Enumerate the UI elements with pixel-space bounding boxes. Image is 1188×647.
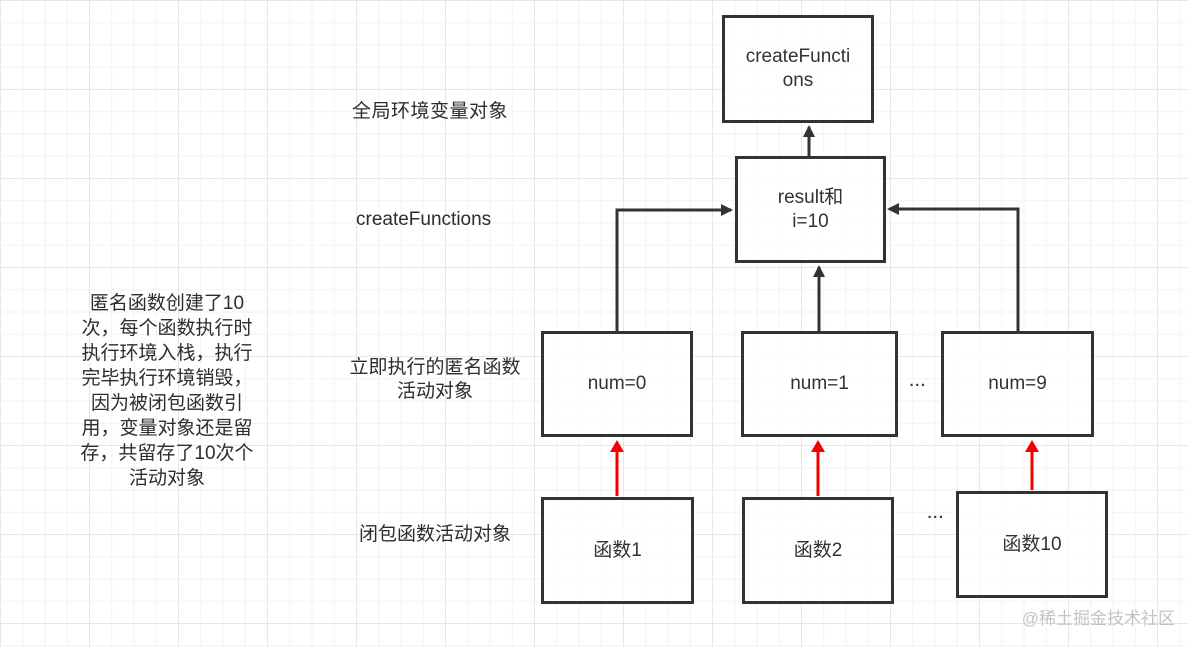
node-num9-label: num=9 (988, 373, 1047, 394)
note-line: 执行环境入栈，执行 (81, 343, 253, 364)
ellipsis-fn-row: ... (927, 505, 945, 522)
node-num0-label: num=0 (587, 373, 647, 394)
note-line: 用，变量对象还是留 (81, 418, 253, 439)
note-line: 存，共留存了10次个 (80, 443, 254, 464)
row-label-closure-activation: 闭包函数活动对象 (358, 524, 511, 545)
arrow-num0-to-result (615, 204, 733, 331)
node-num0: num=0 (541, 331, 693, 437)
node-num1: num=1 (741, 331, 898, 437)
watermark-text: @稀土掘金技术社区 (1021, 609, 1175, 628)
note-line: 次，每个函数执行时 (81, 318, 253, 339)
node-createfunctions-line1: createFuncti (745, 46, 851, 67)
node-createfunctions-line2: ons (782, 70, 814, 91)
node-result: result和 i=10 (735, 156, 886, 263)
node-result-line2: i=10 (792, 210, 829, 232)
annotation-note: 匿名函数创建了10 次，每个函数执行时 执行环境入栈，执行 完毕执行环境销毁， … (30, 291, 304, 491)
node-result-line1: result和 (777, 186, 844, 208)
ellipsis-num-row: ... (909, 373, 927, 390)
note-line: 因为被闭包函数引 (90, 393, 243, 414)
row-label-iife-line1: 立即执行的匿名函数 (349, 357, 521, 378)
node-fn10: 函数10 (956, 491, 1108, 598)
node-fn1: 函数1 (541, 497, 694, 604)
arrow-num9-to-result (887, 203, 1020, 331)
row-label-createfunctions: createFunctions (356, 209, 492, 230)
node-num9: num=9 (941, 331, 1094, 437)
note-line: 活动对象 (128, 468, 205, 489)
row-label-iife-line2: 活动对象 (396, 381, 473, 402)
note-line: 完毕执行环境销毁， (81, 368, 253, 389)
row-label-iife-activation: 立即执行的匿名函数 活动对象 (340, 356, 530, 404)
node-fn2-label: 函数2 (793, 539, 843, 561)
node-fn1-label: 函数1 (593, 539, 642, 561)
note-line: 匿名函数创建了10 (89, 293, 245, 314)
node-fn2: 函数2 (742, 497, 894, 604)
node-createfunctions: createFuncti ons (722, 15, 874, 123)
node-num1-label: num=1 (790, 373, 849, 394)
node-fn10-label: 函数10 (1002, 533, 1062, 555)
row-label-global-env: 全局环境变量对象 (351, 101, 508, 122)
